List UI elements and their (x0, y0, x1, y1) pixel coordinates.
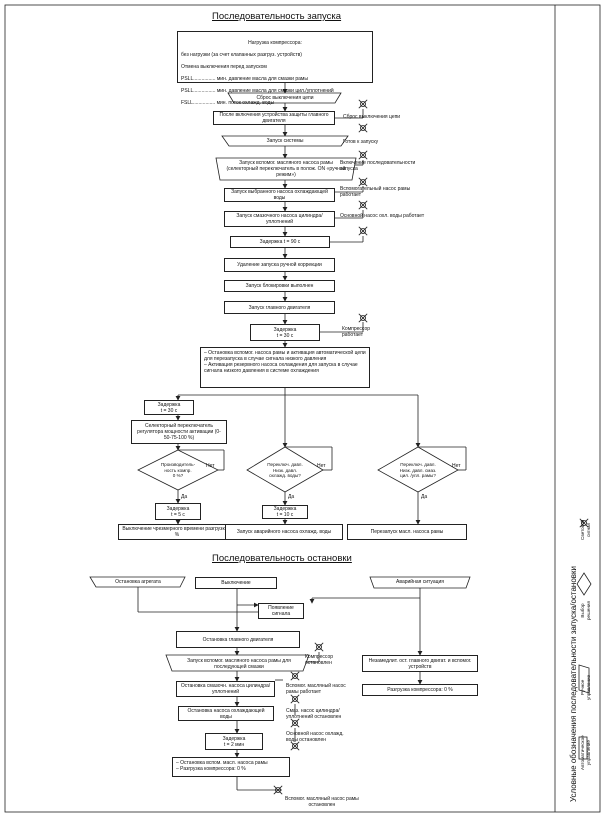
ready-side-label: Готов к запуску (343, 139, 379, 145)
legend-choice-symbol (576, 572, 592, 596)
no-3: Нет (452, 463, 461, 469)
lube-pump-box: Запуск смазочного насоса цилиндра/уплотн… (224, 211, 335, 227)
selector-box: Селекторный переключатель регулятора мощ… (131, 420, 227, 444)
light-signal-icon (358, 313, 368, 323)
d1-text: Производитель- ность компр. 0 %? (160, 462, 196, 478)
legend-auto-symbol (578, 736, 588, 760)
system-start-label: Запуск системы (266, 138, 304, 144)
no-2: Нет (317, 463, 326, 469)
legend-choice-label: Выбор решения (580, 601, 591, 620)
light-signal-icon (290, 741, 300, 751)
light-signal-icon (358, 200, 368, 210)
delay-10-box: Задержка t = 10 с (262, 505, 308, 519)
immediate-box: Незамедлит. ост. главного двигат. и вспо… (362, 655, 478, 672)
load-line-3: Отмена выключения перед запуском (181, 64, 267, 70)
d2-text: Переключ. давл. Низк. давл. охлажд. воды… (267, 462, 303, 478)
cool-stopped-label: Основной насос охлажд. воды остановлен (286, 731, 344, 743)
light-signal-icon (358, 150, 368, 160)
aux-pump-side-label: Включение последовательности запуска (340, 160, 416, 172)
reset-trapezoid (227, 92, 342, 104)
system-start-trapezoid (221, 135, 349, 147)
end1-box: Выключение чрезмерного времени разгрузки… (118, 524, 236, 540)
legend-manual-symbol (578, 664, 590, 694)
start-title: Последовательность запуска (212, 11, 342, 22)
light-signal-icon (290, 694, 300, 704)
load-line-5: PSLL................ мин. давление масла… (181, 88, 334, 94)
light-signal-icon (290, 671, 300, 681)
delay-2min-box: Задержка t = 2 мин (205, 733, 263, 750)
light-signal-icon (358, 177, 368, 187)
decision-lube (377, 446, 459, 493)
reset-side-label: Сброс выключения цепи (343, 114, 401, 120)
legend-auto-label: Автоматическое управление (580, 735, 591, 770)
light-signal-icon (314, 642, 324, 652)
final-stop-box: – Остановка вспом. масл. насоса рамы – Р… (172, 757, 290, 777)
cooling-pump-box: Запуск выбранного насоса охлаждающей вод… (224, 188, 335, 202)
emergency-label: Аварийная ситуация (396, 579, 444, 585)
interlocks-box: Запуск блокировки выполнен (224, 280, 335, 292)
load-line-1: Нагрузка компрессора: (248, 40, 302, 46)
lube-side-label: Основной насос охл. воды работает (340, 213, 425, 219)
end2-box: Запуск аварийного насоса охлажд. воды (225, 524, 343, 540)
legend-light-label: Световой сигнал (580, 519, 591, 540)
shutdown-box: Выключение (195, 577, 277, 589)
stop-aux-box: – Остановка вспомог. насоса рамы и актив… (200, 347, 370, 388)
light-signals (273, 99, 589, 795)
unit-stop-trapezoid (89, 576, 186, 588)
legend-light-icon (579, 518, 589, 528)
signal-box: Появление сигнала (258, 603, 304, 619)
yes-3: Да (421, 494, 428, 500)
aux-working-label: Вспомог. масляный насос рамы работает (286, 683, 346, 695)
light-signal-icon (273, 785, 283, 795)
lube-stop-box: Остановка смазочн. насоса цилиндра/уплот… (176, 681, 275, 697)
light-signal-icon (358, 123, 368, 133)
remove-manual-box: Удаление запуска ручной коррекции (224, 258, 335, 272)
unit-stop-label: Остановка агрегата (115, 579, 161, 585)
reset-label: Сброс выключения цепи (256, 95, 314, 101)
delay-5-box: Задержка t = 5 с (155, 503, 201, 520)
aux-pump-trapezoid (215, 157, 357, 181)
cool-stop-box: Остановка насоса охлаждающей воды (178, 706, 274, 721)
aux-stopped-label: Вспомог. масляный насос рамы остановлен (285, 796, 359, 808)
emergency-trapezoid (369, 576, 471, 589)
aux-pump-start-trapezoid (165, 654, 310, 672)
load-line-4: PSLL................ мин. давление масла… (181, 76, 308, 82)
main-motor-box: Запуск главного двигателя (224, 301, 335, 314)
aux-pump-label: Запуск вспомог. масляного насоса рамы (с… (226, 160, 346, 178)
compressor-side-label: Компрессор работает (342, 326, 371, 338)
light-signal-icon (358, 99, 368, 109)
light-signal-icon (358, 226, 368, 236)
decision-capacity (137, 449, 219, 491)
unload-box: Разгрузка компрессора: 0 % (362, 684, 478, 696)
delay-90-box: Задержка t = 90 с (230, 236, 330, 248)
d3-text: Переключ. давл. Низк. давл. смаз. цил. /… (399, 462, 437, 478)
after-enable-box: После включения устройства защиты главно… (213, 111, 335, 125)
load-line-2: без нагрузки (за счет клапанных разгруз.… (181, 52, 302, 58)
end3-box: Перезапуск масл. насоса рамы (347, 524, 467, 540)
cooling-side-label: Вспомогательный насос рамы работает (340, 186, 411, 198)
load-box: Нагрузка компрессора: без нагрузки (за с… (177, 31, 373, 106)
lube-stopped-label: Смаз. насос цилиндра/ уплотнений останов… (286, 708, 342, 720)
yes-1: Да (181, 494, 188, 500)
main-motor-stop-box: Остановка главного двигателя (176, 631, 300, 648)
stop-title: Последовательность остановки (212, 553, 352, 564)
decision-cooling (246, 446, 324, 493)
light-signal-icon (290, 718, 300, 728)
load-line-6: FSLL................ мин. поток охлажд. … (181, 100, 275, 106)
legend-manual-label: Ручное управление (580, 674, 591, 700)
comp-stopped-label: Компрессор остановлен (305, 654, 334, 666)
page-border (4, 4, 601, 813)
delay-30-box: Задержка t = 30 с (250, 324, 320, 341)
delay-30b-box: Задержка t = 30 с (144, 400, 194, 415)
no-1: Нет (206, 463, 215, 469)
yes-2: Да (288, 494, 295, 500)
legend-title: Условные обозначения последовательности … (569, 565, 578, 802)
aux-pump-start-label: Запуск вспомог. масляного насоса рамы дл… (187, 658, 291, 670)
